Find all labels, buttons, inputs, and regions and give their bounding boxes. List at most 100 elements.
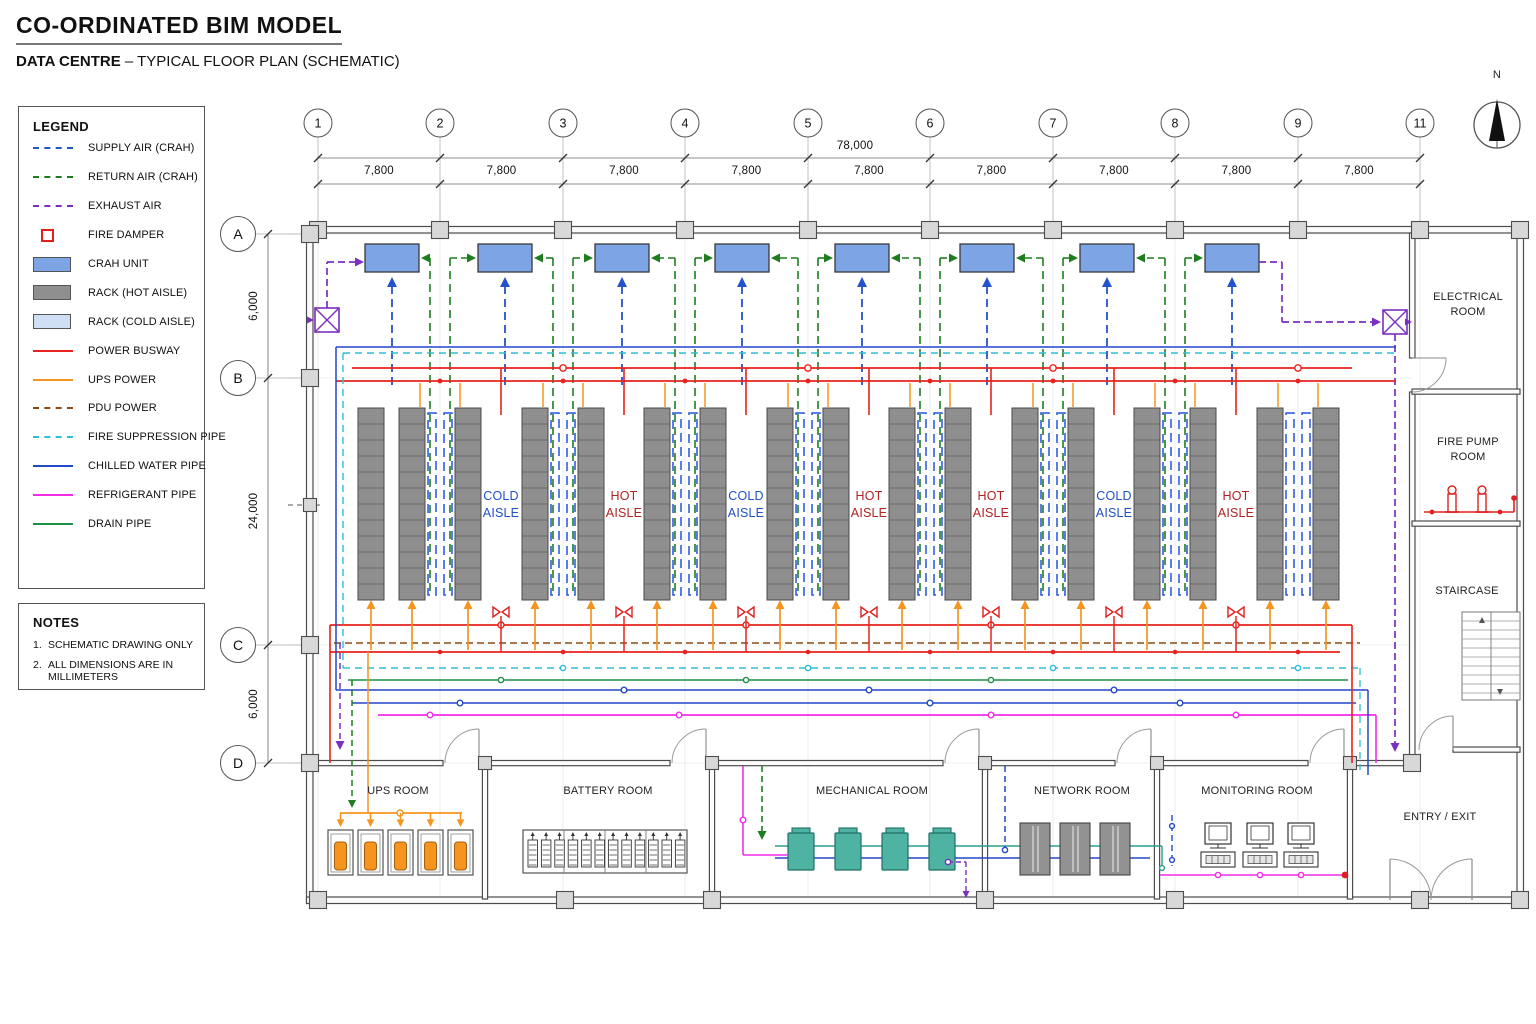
- cold-aisle-containment: [443, 412, 453, 596]
- legend-item-exhaust-air: EXHAUST AIR: [33, 192, 194, 221]
- legend-item-pdu-power: PDU POWER: [33, 394, 194, 423]
- crah-unit: [1079, 243, 1135, 273]
- cold-aisle-containment: [1056, 412, 1066, 596]
- notes-panel: NOTES 1.SCHEMATIC DRAWING ONLY 2.ALL DIME…: [18, 603, 205, 690]
- structural-column: [308, 890, 328, 910]
- door-arc: [1418, 715, 1454, 751]
- legend-item-crah-unit: CRAH UNIT: [33, 250, 194, 279]
- battery-cell-icon: [634, 839, 646, 868]
- door-arc: [1116, 728, 1152, 764]
- cold-aisle-containment: [1285, 412, 1295, 596]
- legend-item-rack-hot-aisle: RACK (HOT AISLE): [33, 278, 194, 307]
- structural-column: [300, 224, 320, 244]
- ups-battery-icon: [334, 841, 347, 871]
- legend-label-ups-power: UPS POWER: [88, 373, 157, 386]
- legend-label-exhaust-air: EXHAUST AIR: [88, 200, 162, 213]
- legend-label-drain-pipe: DRAIN PIPE: [88, 518, 152, 531]
- drawing-header: CO-ORDINATED BIM MODEL DATA CENTRE – TYP…: [16, 12, 400, 70]
- structural-column: [975, 890, 995, 910]
- crah-unit: [594, 243, 650, 273]
- crah-unit-swatch-icon: [33, 256, 77, 272]
- cold-aisle-containment: [566, 412, 576, 596]
- structural-column: [1410, 890, 1430, 910]
- crah-unit: [714, 243, 770, 273]
- cold-aisle-containment: [811, 412, 821, 596]
- battery-cell-icon: [594, 839, 605, 868]
- cold-aisle-containment: [1040, 412, 1050, 596]
- structural-column: [553, 220, 573, 240]
- legend-item-supply-air: SUPPLY AIR (CRAH): [33, 134, 194, 163]
- door-arc: [1411, 357, 1447, 393]
- power-busway-swatch-icon: [33, 349, 77, 352]
- fire-valve-icon: [737, 605, 747, 619]
- structural-column: [702, 890, 722, 910]
- legend-item-return-air: RETURN AIR (CRAH): [33, 163, 198, 192]
- entry-door-arc: [1430, 858, 1473, 901]
- page-subtitle: DATA CENTRE – TYPICAL FLOOR PLAN (SCHEMA…: [16, 53, 400, 70]
- legend-label-return-air: RETURN AIR (CRAH): [88, 171, 198, 184]
- exhaust-air-swatch-icon: [33, 205, 77, 208]
- door-arc: [671, 728, 707, 764]
- crah-unit: [834, 243, 890, 273]
- structural-column: [675, 220, 695, 240]
- chiller-unit: [834, 832, 862, 871]
- fire-damper-swatch-icon: [33, 228, 77, 242]
- battery-cell-icon: [674, 839, 686, 868]
- cold-aisle-containment: [795, 412, 805, 596]
- note-item-2: 2.ALL DIMENSIONS ARE IN MILLIMETERS: [33, 659, 174, 683]
- cold-aisle-containment: [1162, 412, 1172, 596]
- door-arc: [1309, 728, 1345, 764]
- rack-cold-aisle-swatch-icon: [33, 314, 77, 330]
- ups-power-swatch-icon: [33, 378, 77, 381]
- legend-title: LEGEND: [33, 119, 89, 134]
- structural-column: [300, 635, 320, 655]
- fire-suppression-swatch-icon: [33, 436, 77, 439]
- legend-label-refrigerant: REFRIGERANT PIPE: [88, 489, 197, 502]
- legend-label-fire-damper: FIRE DAMPER: [88, 229, 165, 242]
- legend-item-ups-power: UPS POWER: [33, 365, 194, 394]
- ups-battery-icon: [424, 841, 437, 871]
- crah-unit: [364, 243, 420, 273]
- ups-battery-icon: [364, 841, 377, 871]
- fire-valve-icon: [1105, 605, 1115, 619]
- cold-aisle-containment: [688, 412, 698, 596]
- legend-item-power-busway: POWER BUSWAY: [33, 336, 194, 365]
- cold-aisle-containment: [427, 412, 437, 596]
- page-title: CO-ORDINATED BIM MODEL: [16, 12, 343, 45]
- note-item-1: 1.SCHEMATIC DRAWING ONLY: [33, 639, 194, 651]
- legend-label-fire-suppression: FIRE SUPPRESSION PIPE: [88, 431, 226, 444]
- legend-item-fire-damper: FIRE DAMPER: [33, 221, 194, 250]
- structural-column: [1402, 753, 1422, 773]
- chilled-water-swatch-icon: [33, 465, 77, 468]
- subtitle-bold: DATA CENTRE: [16, 53, 121, 70]
- battery-cell-icon: [607, 839, 619, 868]
- cold-aisle-containment: [550, 412, 560, 596]
- fire-valve-icon: [982, 605, 992, 619]
- structural-column: [1165, 220, 1185, 240]
- legend-label-supply-air: SUPPLY AIR (CRAH): [88, 142, 195, 155]
- refrigerant-swatch-icon: [33, 494, 77, 497]
- battery-cell-icon: [661, 839, 672, 868]
- door-arc: [944, 728, 980, 764]
- battery-cell-icon: [621, 839, 632, 868]
- structural-column: [920, 220, 940, 240]
- structural-column: [300, 753, 320, 773]
- legend-item-rack-cold-aisle: RACK (COLD AISLE): [33, 307, 195, 336]
- structural-column: [555, 890, 575, 910]
- legend-label-pdu-power: PDU POWER: [88, 402, 157, 415]
- fire-valve-icon: [860, 605, 870, 619]
- legend-item-chilled-water: CHILLED WATER PIPE: [33, 452, 206, 481]
- return-air-swatch-icon: [33, 176, 77, 179]
- structural-column: [977, 755, 993, 771]
- structural-column: [1510, 890, 1530, 910]
- chiller-unit: [881, 832, 909, 871]
- notes-title: NOTES: [33, 615, 80, 630]
- battery-cell-icon: [540, 839, 552, 868]
- fire-valve-icon: [1235, 605, 1245, 619]
- chiller-unit: [787, 832, 815, 871]
- legend-label-crah-unit: CRAH UNIT: [88, 258, 149, 270]
- structural-column: [477, 755, 493, 771]
- structural-column: [1288, 220, 1308, 240]
- fire-valve-icon: [1227, 605, 1237, 619]
